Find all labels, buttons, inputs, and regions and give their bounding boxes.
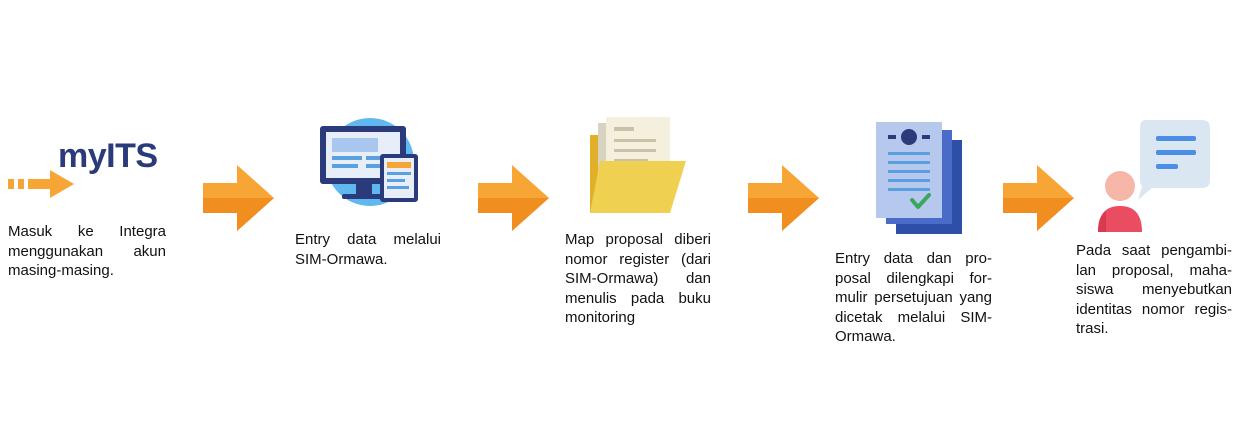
step-1-description: Masuk ke Integra menggunakan akun masing…: [8, 223, 166, 279]
flow-arrow-2: [478, 165, 549, 231]
computer-tablet-icon: [320, 118, 418, 206]
flow-arrow-1: [203, 165, 274, 231]
document-check-icon: [876, 122, 962, 234]
person-speech-icon: [1098, 120, 1210, 232]
folder-icon: [590, 117, 686, 213]
flow-arrow-4: [1003, 165, 1074, 231]
step-3-description: Map proposal diberi nomor register (dari…: [565, 231, 711, 326]
step-2-description: Entry data melalui SIM-Ormawa.: [295, 231, 441, 268]
flow-arrow-3: [748, 165, 819, 231]
step-4-description: Entry data dan pro-posal dilengkapi for-…: [835, 250, 992, 345]
myits-logo: myITS: [58, 137, 158, 175]
step-5-description: Pada saat pengambi-lan proposal, maha-si…: [1076, 242, 1232, 337]
login-arrow-icon: [8, 170, 74, 198]
